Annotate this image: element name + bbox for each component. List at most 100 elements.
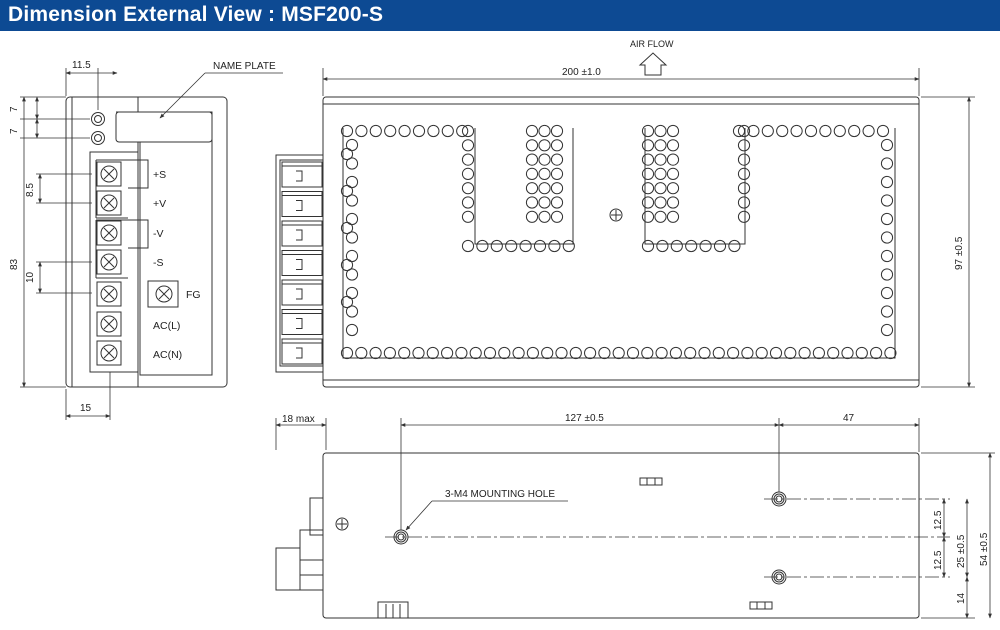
vent-hole: [340, 221, 354, 235]
vent-hole: [641, 239, 655, 253]
vent-hole: [538, 196, 551, 209]
vent-hole: [884, 346, 897, 360]
vent-hole: [384, 124, 397, 138]
vent-hole: [841, 346, 854, 360]
dim-12-5-upper: 12.5: [933, 510, 944, 530]
vent-hole: [562, 239, 575, 253]
vent-hole: [641, 139, 655, 152]
vent-hole: [550, 167, 564, 180]
header-bar: Dimension External View : MSF200-S: [0, 0, 1000, 31]
vent-hole: [776, 124, 789, 138]
vent-hole: [398, 124, 411, 138]
vent-hole: [526, 346, 540, 360]
vent-hole: [461, 167, 475, 180]
vent-hole: [461, 210, 475, 223]
vent-hole: [848, 124, 861, 138]
vent-hole: [355, 124, 368, 138]
page-title: Dimension External View : MSF200-S: [8, 3, 384, 26]
vent-hole: [340, 147, 354, 161]
vent-hole: [538, 182, 551, 195]
vent-hole: [737, 167, 751, 180]
vent-hole: [737, 139, 751, 152]
vent-hole: [655, 346, 668, 360]
terminal-screw: [96, 161, 122, 187]
vent-hole: [345, 157, 359, 170]
vent-hole: [498, 346, 511, 360]
vent-hole: [737, 196, 751, 209]
vent-hole: [441, 124, 454, 138]
top-view: [275, 52, 920, 388]
vent-hole: [612, 346, 625, 360]
vent-hole: [512, 346, 525, 360]
vent-hole: [538, 124, 551, 138]
vent-hole: [737, 153, 751, 166]
vent-hole: [641, 167, 655, 180]
vent-hole: [340, 124, 354, 138]
terminal-slot: [281, 250, 323, 276]
dim-12-5-lower: 12.5: [933, 550, 944, 570]
vent-hole: [469, 346, 482, 360]
terminal-labels: +S +V -V -S FG AC(L) AC(N): [153, 169, 201, 361]
vent-hole: [670, 239, 683, 253]
vent-hole: [862, 124, 875, 138]
vent-hole: [827, 346, 840, 360]
vent-hole: [798, 346, 811, 360]
terminal-label-minus-v: -V: [153, 228, 164, 240]
vent-hole: [476, 239, 489, 253]
vent-hole: [654, 139, 667, 152]
vent-hole: [427, 124, 440, 138]
vent-hole: [880, 231, 894, 244]
vent-hole: [383, 346, 396, 360]
terminal-screw: [96, 190, 122, 216]
vent-hole: [340, 184, 354, 198]
vent-hole: [641, 124, 655, 138]
vent-hole: [461, 139, 475, 152]
vent-hole: [669, 346, 683, 360]
dim-11-5: 11.5: [72, 60, 91, 71]
vent-hole: [737, 124, 751, 138]
dim-83: 83: [9, 258, 20, 270]
terminal-slot: [281, 220, 323, 247]
mounting-holes: [393, 491, 787, 585]
vent-hole: [880, 175, 894, 189]
vent-hole: [461, 196, 475, 209]
vent-hole: [876, 124, 890, 138]
vent-hole: [880, 268, 894, 281]
dim-7-bottom: 7: [9, 128, 20, 134]
vent-hole: [769, 346, 783, 360]
dim-127: 127 ±0.5: [565, 413, 604, 424]
dim-14: 14: [956, 592, 967, 604]
vent-hole: [741, 346, 754, 360]
vent-hole: [761, 124, 774, 138]
vent-hole: [340, 295, 354, 309]
vent-hole: [369, 346, 382, 360]
vent-hole: [654, 182, 667, 195]
terminal-label-ac-n: AC(N): [153, 349, 182, 361]
name-plate-label: NAME PLATE: [213, 61, 276, 72]
vent-hole: [538, 139, 551, 152]
vent-hole: [455, 346, 468, 360]
vent-hole: [804, 124, 818, 138]
vent-hole: [461, 153, 475, 166]
vent-hole: [880, 305, 894, 318]
vent-hole: [712, 346, 725, 360]
vent-hole: [713, 239, 727, 253]
vent-hole: [641, 210, 655, 223]
vent-hole: [538, 153, 551, 166]
vent-hole: [654, 153, 667, 166]
vent-hole: [747, 124, 760, 138]
dim-47: 47: [843, 413, 855, 424]
vent-hole: [790, 124, 803, 138]
vent-hole: [880, 194, 894, 207]
vent-hole: [541, 346, 554, 360]
vent-hole: [654, 167, 667, 180]
vent-hole: [456, 124, 469, 138]
vent-hole: [684, 346, 697, 360]
vent-hole: [598, 346, 611, 360]
terminal-slot: [281, 338, 323, 365]
terminal-label-ac-l: AC(L): [153, 320, 180, 332]
vent-hole: [490, 239, 503, 253]
dim-10: 10: [25, 271, 36, 283]
terminal-slot: [281, 309, 323, 335]
